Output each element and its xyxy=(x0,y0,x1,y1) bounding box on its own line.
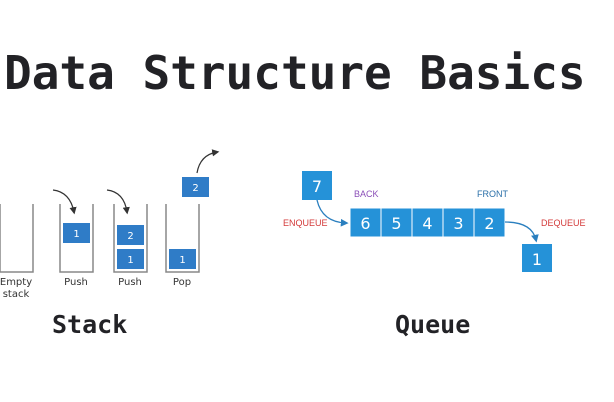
stack-box xyxy=(169,249,196,269)
dequeue-label: DEQUEUE xyxy=(541,218,586,228)
stack-step-label: Empty xyxy=(0,277,32,288)
stack-heading: Stack xyxy=(52,310,128,339)
stack-step-push-1: 1 Push xyxy=(52,189,94,288)
popped-box xyxy=(182,177,209,197)
queue-cell xyxy=(473,207,506,238)
stack-step-label: Push xyxy=(64,277,88,288)
stack-container xyxy=(113,204,148,273)
queue-diagram: 7 ENQUEUE BACK FRONT DEQUEUE 6 5 4 3 2 1 xyxy=(283,171,586,272)
push-arrow-icon xyxy=(52,189,77,215)
dequeue-arrow-icon xyxy=(504,221,539,243)
stack-diagram: Empty stack 1 Push 1 2 Push 1 2 xyxy=(0,149,220,300)
stack-container xyxy=(165,204,200,273)
stack-step-push-2: 1 2 Push xyxy=(106,189,148,288)
stack-box xyxy=(117,249,144,269)
back-label: BACK xyxy=(354,189,379,199)
queue-cell-value: 4 xyxy=(422,214,432,233)
page-title: Data Structure Basics xyxy=(4,46,586,100)
stack-box-value: 1 xyxy=(179,255,185,266)
queue-cell-value: 5 xyxy=(391,214,401,233)
outgoing-box-value: 1 xyxy=(532,250,542,269)
push-arrow-icon xyxy=(106,189,130,215)
stack-step-label: stack xyxy=(3,289,30,300)
enqueue-label: ENQUEUE xyxy=(283,218,328,228)
outgoing-box xyxy=(522,244,552,272)
front-label: FRONT xyxy=(477,189,508,199)
queue-cell-value: 6 xyxy=(360,214,370,233)
stack-step-pop: 1 2 Pop xyxy=(165,149,220,288)
queue-row: 6 5 4 3 2 xyxy=(349,207,506,238)
pop-arrow-icon xyxy=(196,149,220,174)
stack-step-label: Push xyxy=(118,277,142,288)
stack-box-value: 1 xyxy=(127,255,133,266)
incoming-box-value: 7 xyxy=(312,177,322,196)
stack-box-value: 1 xyxy=(73,229,79,240)
queue-cell-value: 2 xyxy=(484,214,494,233)
queue-cell-value: 3 xyxy=(453,214,463,233)
stack-box xyxy=(117,225,144,245)
stack-step-empty: Empty stack xyxy=(0,204,34,300)
incoming-box xyxy=(302,171,332,200)
enqueue-arrow-icon xyxy=(316,199,349,227)
stack-step-label: Pop xyxy=(173,277,191,288)
stack-container xyxy=(59,204,94,273)
stack-box xyxy=(63,223,90,243)
popped-box-value: 2 xyxy=(192,183,198,194)
stack-container xyxy=(0,204,34,273)
queue-heading: Queue xyxy=(395,310,471,339)
stack-box-value: 2 xyxy=(127,231,133,242)
